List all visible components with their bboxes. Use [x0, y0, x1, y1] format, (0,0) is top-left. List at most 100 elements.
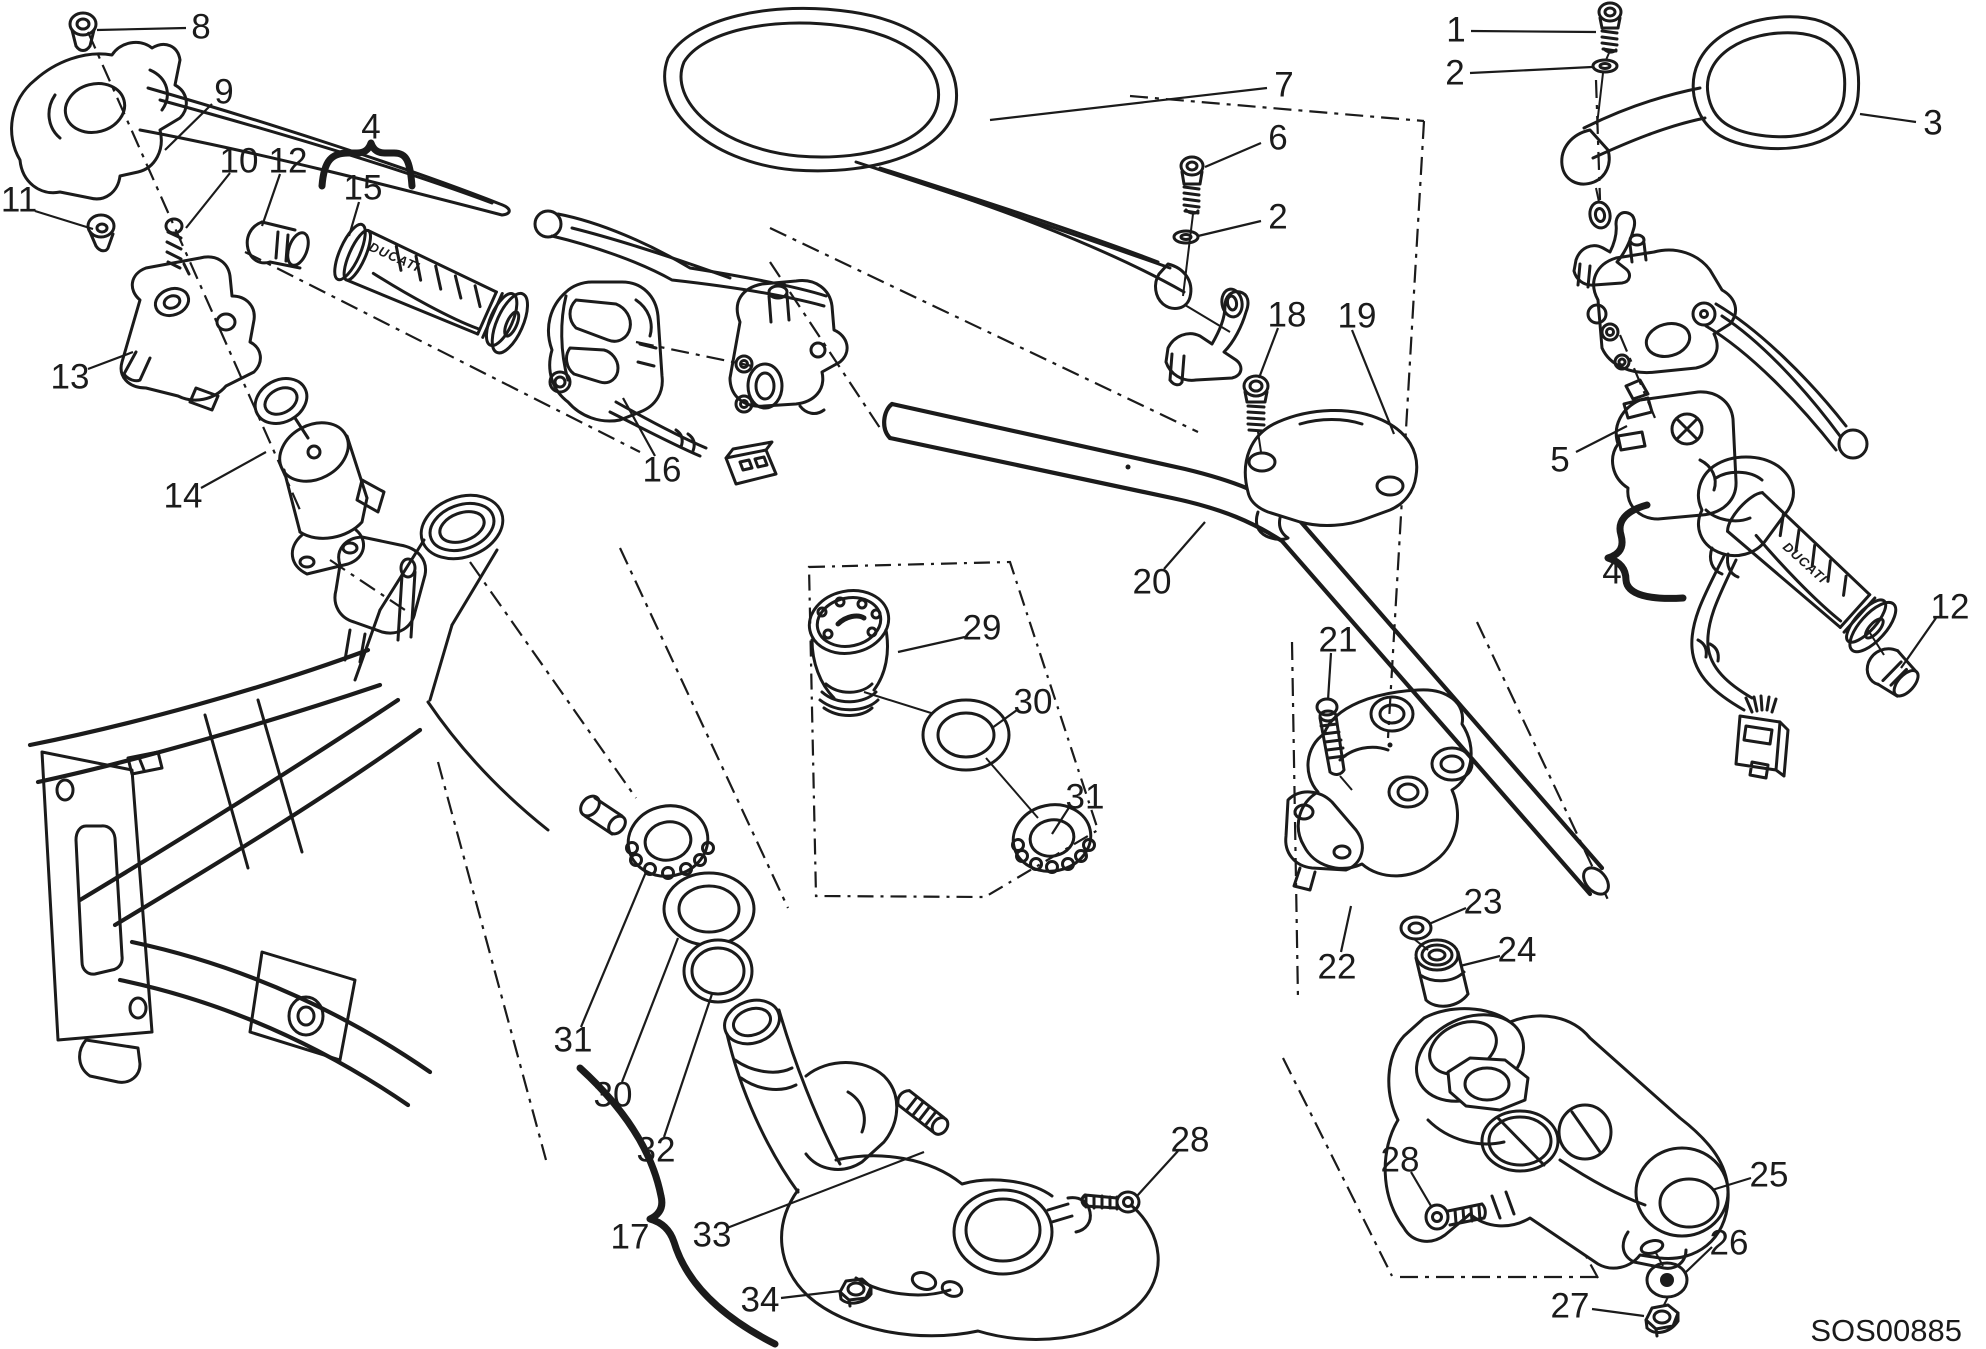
leader-line: [1326, 652, 1333, 701]
callout-label: 7: [1274, 66, 1293, 105]
brake-lever: [1714, 302, 1848, 428]
callout-label: 1: [1446, 11, 1465, 50]
callout-label: 25: [1750, 1156, 1789, 1195]
leader-line: [1136, 1150, 1179, 1197]
right-mirror-stalk: [1560, 86, 1707, 186]
leader-line: [1900, 617, 1937, 669]
leader-line: [96, 26, 187, 32]
leader-line: [1428, 906, 1467, 926]
callout-label: 33: [693, 1216, 732, 1255]
callout-label: 28: [1381, 1141, 1420, 1180]
lock-cylinder-29: [807, 589, 891, 717]
callout-label: 4: [1602, 553, 1621, 592]
leader-line: [991, 709, 1018, 729]
lock-seat: [333, 535, 428, 635]
callout-label: 14: [164, 477, 203, 516]
leader-line: [726, 1150, 925, 1230]
leader-line: [1575, 425, 1628, 453]
construction-lines: [86, 31, 1657, 1279]
callout-label: 27: [1551, 1287, 1590, 1326]
diagram-code: SOS00885: [1810, 1313, 1962, 1348]
washer-32: [682, 938, 754, 1004]
group-brace-4-right: [1604, 501, 1687, 602]
left-switch-connector: [724, 440, 778, 486]
left-mirror-bracket: [1164, 287, 1250, 387]
clutch-lever-ball: [533, 209, 563, 239]
callout-label: 2: [1268, 198, 1287, 237]
callout-label: 12: [269, 142, 308, 181]
leader-line: [1591, 1307, 1645, 1318]
callout-label: 26: [1710, 1224, 1749, 1263]
callout-label: 31: [1066, 778, 1105, 817]
throttle-grip: DUCATI: [1726, 491, 1898, 654]
leader-line: [1163, 521, 1206, 570]
axis-line: [1182, 213, 1194, 297]
ignition-mount-bracket-13: [119, 255, 262, 412]
callout-label: 30: [594, 1076, 633, 1115]
leader-line: [164, 103, 213, 151]
mirror-screw-6: [1179, 155, 1205, 215]
leader-line: [620, 937, 680, 1083]
yoke-pinch-stud-33: [896, 1089, 950, 1136]
leader-line: [579, 871, 648, 1028]
right-mirror-assembly: [1560, 1, 1869, 460]
leader-line: [1859, 112, 1917, 124]
leader-line: [662, 993, 714, 1138]
brake-lever-ball: [1837, 428, 1869, 460]
callout-label: 30: [1014, 683, 1053, 722]
group-brace-4-left: [318, 139, 416, 190]
leader-line: [1204, 141, 1262, 169]
handlebar-group: [882, 374, 1610, 897]
grip-brand-text: DUCATI: [1780, 539, 1830, 586]
left-mirror-7: [663, 6, 959, 173]
damper-bush-24: [1414, 938, 1470, 1008]
washer-23: [1399, 915, 1433, 941]
leader-line: [780, 1289, 841, 1300]
steering-stem-and-yoke-17: [723, 998, 1160, 1341]
callout-label: 5: [1550, 441, 1569, 480]
group-brace-17: [576, 1064, 779, 1348]
steering-stem-group: [576, 804, 1160, 1348]
leader-line: [1350, 329, 1396, 435]
seal-ring-30-upper: [921, 698, 1011, 772]
right-mirror-3: [1691, 15, 1861, 151]
stem-nut-34: [838, 1277, 873, 1308]
callout-label: 32: [637, 1131, 676, 1170]
axis-line: [1184, 304, 1231, 333]
callout-label: 11: [1, 181, 37, 220]
brake-master-cylinder: [1586, 233, 1869, 460]
callout-label: 9: [214, 73, 233, 112]
leader-line: [1051, 805, 1071, 835]
left-mirror-assembly: [663, 6, 1250, 387]
leader-line: [1197, 219, 1262, 238]
right-controls: DUCATI: [1611, 378, 1920, 780]
callout-label: 16: [643, 451, 682, 490]
throttle-cable: [1690, 554, 1790, 780]
frame: [27, 493, 627, 1108]
leader-line: [200, 451, 267, 489]
left-switch-16: [547, 280, 778, 486]
axis-line: [1596, 52, 1610, 126]
callout-label: 15: [344, 169, 383, 208]
callout-label: 6: [1268, 119, 1287, 158]
leader-line: [1410, 1171, 1432, 1207]
riser-group: [1284, 688, 1474, 1008]
leader-line: [347, 201, 361, 237]
mirror-washer-2-right: [1591, 58, 1619, 74]
key-set-group: [807, 589, 1096, 874]
callout-label: 21: [1319, 621, 1358, 660]
key-set-dashed-box: [807, 560, 1100, 899]
mirror-washer-2-left: [1172, 229, 1200, 245]
callout-label: 34: [741, 1281, 780, 1320]
callout-label: 4: [361, 108, 380, 147]
leader-line: [897, 635, 966, 654]
right-mirror-bracket: [1572, 200, 1637, 289]
clutch-lever-perch-9: [10, 40, 511, 217]
axis-line: [1595, 187, 1600, 203]
callout-label: 2: [1445, 54, 1464, 93]
leader-line: [1470, 29, 1597, 34]
top-bridge-25: [1383, 1007, 1730, 1270]
